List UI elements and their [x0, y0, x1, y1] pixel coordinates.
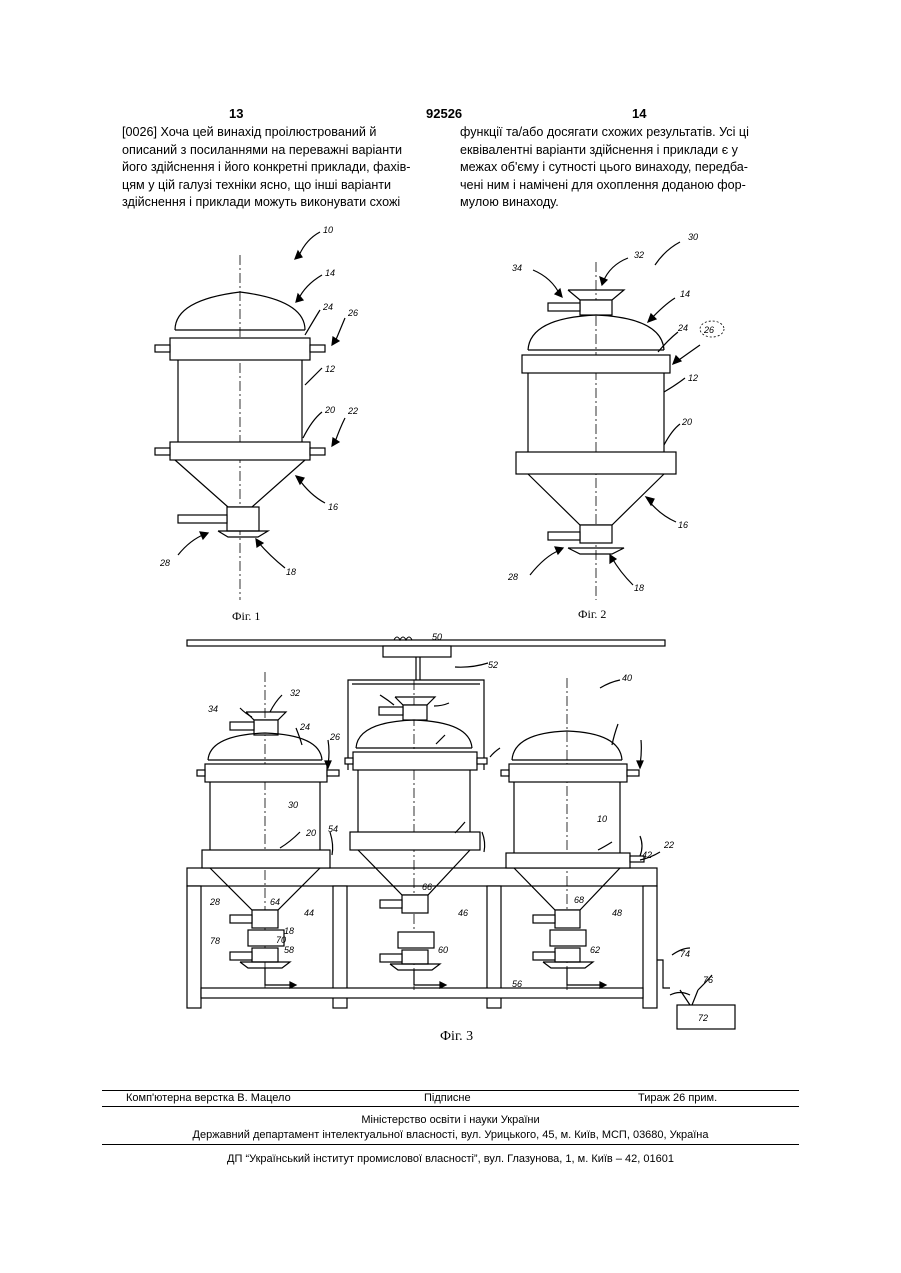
- institute-line: ДП “Український інститут промислової вла…: [102, 1153, 799, 1165]
- ref-label: 24: [677, 323, 688, 333]
- ref-label: 46: [458, 908, 468, 918]
- ref-label: 26: [703, 325, 714, 335]
- ref-label: 76: [703, 975, 713, 985]
- ref-label: 52: [488, 660, 498, 670]
- ref-label: 14: [680, 289, 690, 299]
- ref-label: 56: [512, 979, 522, 989]
- ref-label: 78: [210, 936, 220, 946]
- ref-label: 50: [432, 632, 442, 642]
- ref-label: 12: [325, 364, 335, 374]
- ref-label: 34: [512, 263, 522, 273]
- ref-label: 30: [288, 800, 298, 810]
- ref-label: 30: [688, 232, 698, 242]
- footer-rule: [102, 1144, 799, 1145]
- ref-label: 40: [622, 673, 632, 683]
- ref-label: 28: [209, 897, 220, 907]
- ref-label: 20: [305, 828, 316, 838]
- footer-rule: [102, 1090, 799, 1091]
- ref-label: 22: [663, 840, 674, 850]
- ref-label: 48: [612, 908, 622, 918]
- ministry-line: Міністерство освіти і науки України: [102, 1114, 799, 1126]
- ref-label: 66: [422, 882, 432, 892]
- ref-label: 10: [323, 225, 333, 235]
- ref-label: 14: [325, 268, 335, 278]
- ref-label: 24: [322, 302, 333, 312]
- ref-label: 24: [299, 722, 310, 732]
- figure-3: [187, 637, 735, 1029]
- figure-3-caption: Фіг. 3: [440, 1029, 473, 1044]
- ref-label: 16: [328, 502, 338, 512]
- ref-label: 72: [698, 1013, 708, 1023]
- ref-label: 70: [276, 935, 286, 945]
- ref-label: 74: [680, 949, 690, 959]
- ref-label: 10: [597, 814, 607, 824]
- ref-label: 60: [438, 945, 448, 955]
- figure-1-caption: Фіг. 1: [232, 609, 260, 623]
- circulation-note: Тираж 26 прим.: [638, 1092, 717, 1104]
- ref-label: 20: [681, 417, 692, 427]
- ref-label: 12: [688, 373, 698, 383]
- department-line: Державний департамент інтелектуальної вл…: [102, 1129, 799, 1141]
- ref-label: 62: [590, 945, 600, 955]
- ref-label: 68: [574, 895, 584, 905]
- ref-label: 18: [634, 583, 644, 593]
- ref-label: 18: [286, 567, 296, 577]
- layout-credit: Комп'ютерна верстка В. Мацело: [126, 1092, 291, 1104]
- ref-label: 34: [208, 704, 218, 714]
- ref-label: 32: [634, 250, 644, 260]
- ref-label: 44: [304, 908, 314, 918]
- ref-label: 26: [329, 732, 340, 742]
- ref-label: 64: [270, 897, 280, 907]
- ref-label: 42: [642, 850, 652, 860]
- figure-2: [516, 242, 724, 600]
- ref-label: 20: [324, 405, 335, 415]
- ref-label: 26: [347, 308, 358, 318]
- figure-1: [155, 232, 345, 600]
- ref-label: 54: [328, 824, 338, 834]
- ref-label: 28: [159, 558, 170, 568]
- ref-label: 16: [678, 520, 688, 530]
- footer-rule: [102, 1106, 799, 1107]
- ref-label: 58: [284, 945, 294, 955]
- ref-label: 32: [290, 688, 300, 698]
- ref-label: 22: [347, 406, 358, 416]
- ref-label: 28: [507, 572, 518, 582]
- signed-note: Підписне: [424, 1092, 471, 1104]
- figure-2-caption: Фіг. 2: [578, 607, 606, 621]
